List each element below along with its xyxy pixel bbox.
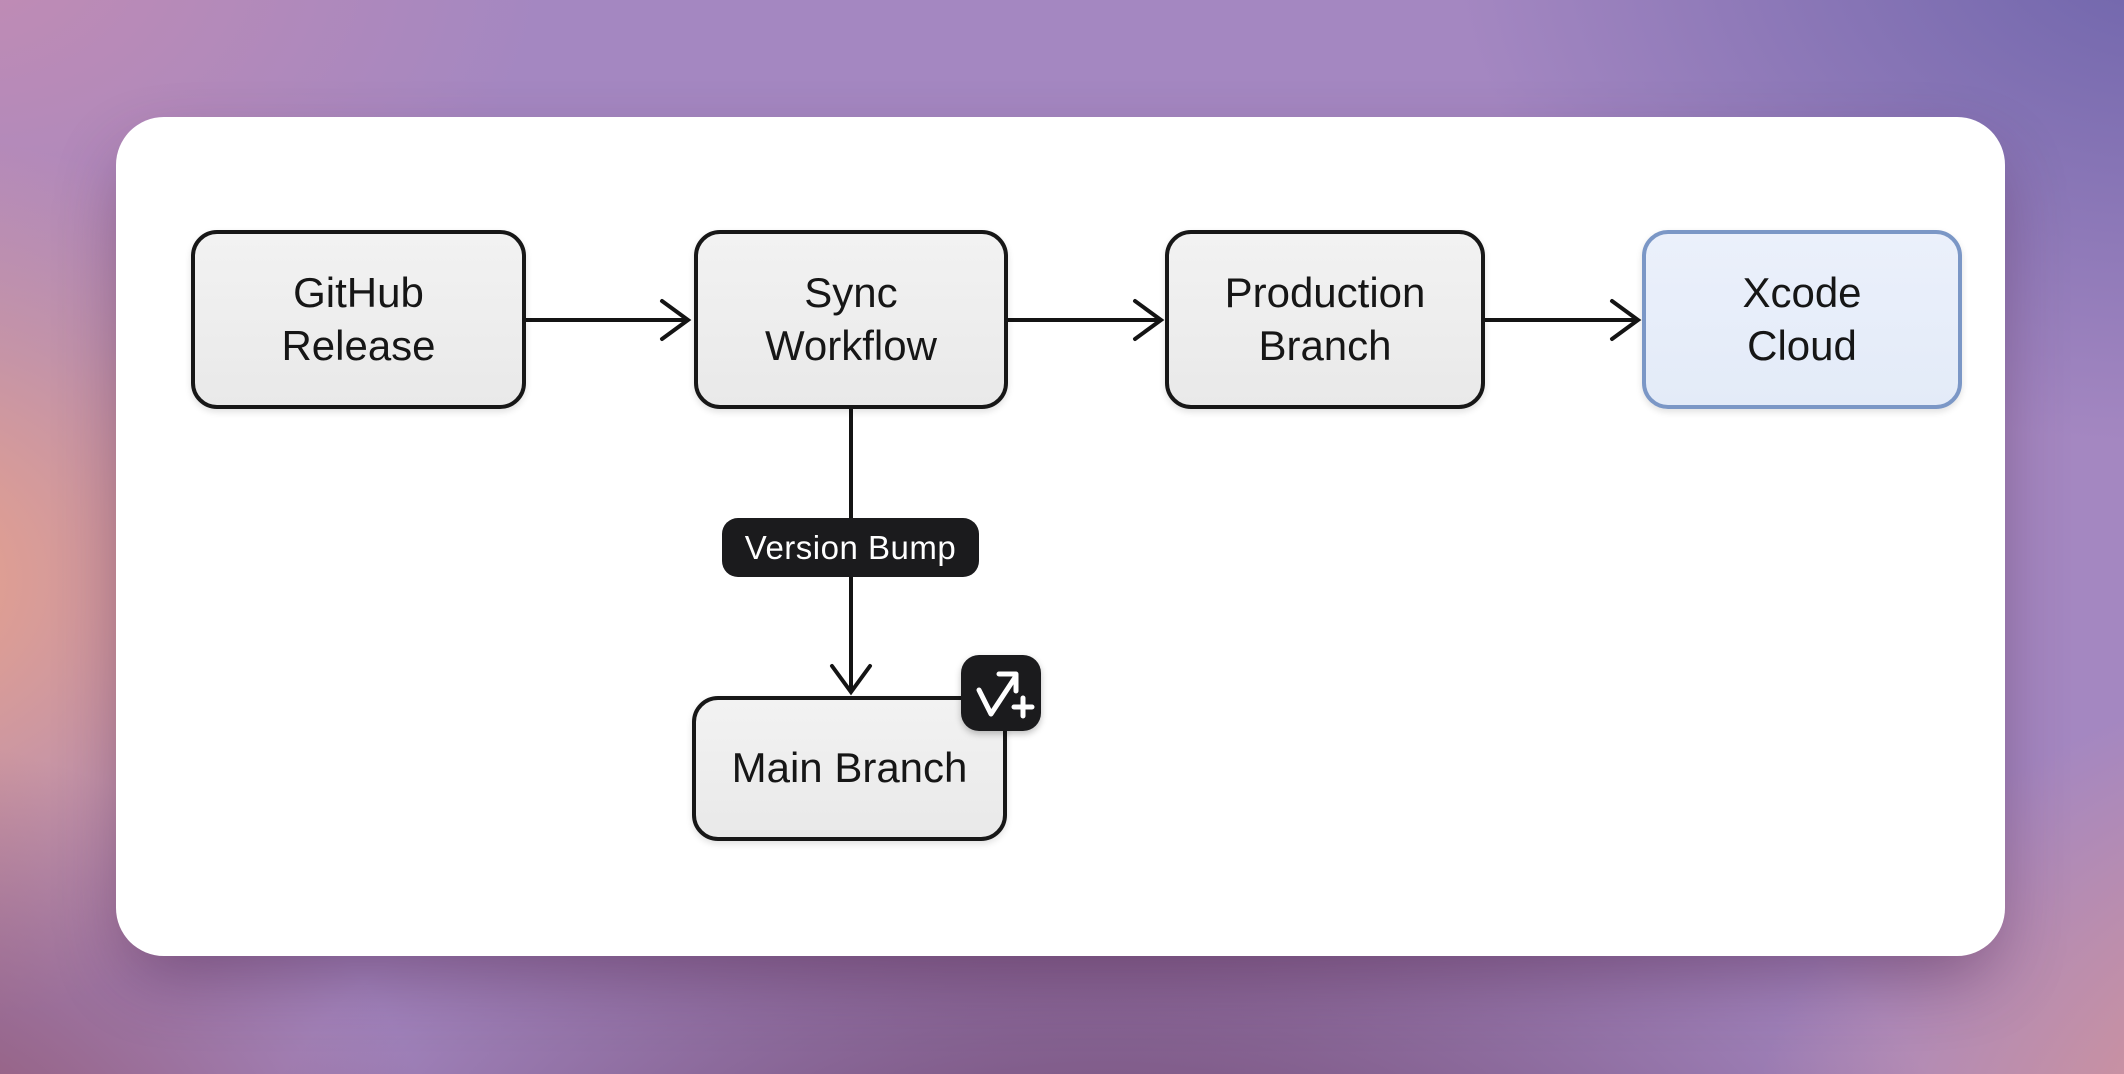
edge-label-version-bump-text: Version Bump [744,528,957,566]
edge-production-to-xcode [1483,299,1642,341]
arrowhead-right-icon [1133,299,1165,341]
node-main-branch-label: Main Branch [731,744,968,792]
arrowhead-right-icon [660,299,692,341]
edge-sync-to-production [1006,299,1165,341]
node-sync-workflow: Sync Workflow [694,230,1008,409]
node-xcode-cloud: Xcode Cloud [1642,230,1962,409]
edge-github-to-sync [524,299,692,341]
node-github-release: GitHub Release [191,230,526,409]
arrowhead-right-icon [1610,299,1642,341]
node-production-branch-label: Production Branch [1224,268,1426,369]
node-xcode-cloud-label: Xcode Cloud [1742,268,1862,369]
arrowhead-down-icon [830,664,872,696]
node-sync-workflow-label: Sync Workflow [765,268,937,369]
commit-arrow-plus-icon [976,671,1035,719]
commit-badge [961,655,1041,731]
diagram-card: GitHub Release Sync Workflow Production … [116,117,2005,956]
edge-label-version-bump: Version Bump [722,518,979,577]
node-main-branch: Main Branch [692,696,1007,841]
node-production-branch: Production Branch [1165,230,1485,409]
node-github-release-label: GitHub Release [281,268,436,369]
